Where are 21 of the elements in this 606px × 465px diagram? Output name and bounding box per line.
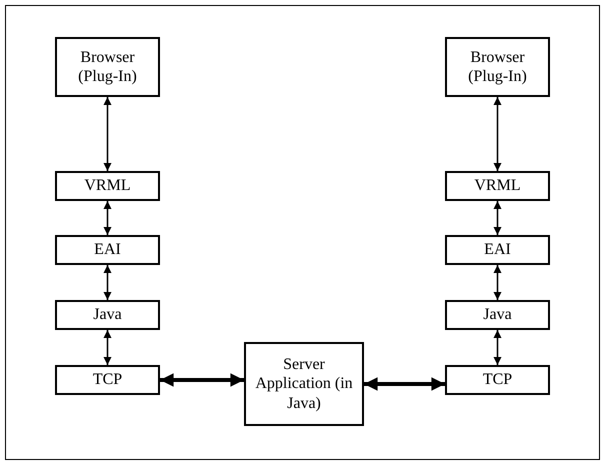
- double-arrow: [104, 201, 112, 235]
- process-box: VRML: [445, 171, 550, 201]
- process-box: Browser (Plug-In): [445, 37, 550, 97]
- process-box: VRML: [55, 171, 160, 201]
- process-box: TCP: [55, 365, 160, 395]
- double-arrow: [494, 201, 502, 235]
- double-arrow: [160, 373, 244, 387]
- double-arrow: [494, 265, 502, 300]
- process-box: Server Application (in Java): [244, 342, 364, 426]
- double-arrow: [364, 377, 445, 391]
- double-arrow: [494, 97, 502, 171]
- process-box: Browser (Plug-In): [55, 37, 160, 97]
- process-box: TCP: [445, 365, 550, 395]
- process-box: Java: [55, 300, 160, 330]
- double-arrow: [104, 330, 112, 365]
- double-arrow: [494, 330, 502, 365]
- double-arrow: [104, 97, 112, 171]
- process-box: Java: [445, 300, 550, 330]
- process-box: EAI: [445, 235, 550, 265]
- process-box: EAI: [55, 235, 160, 265]
- double-arrow: [104, 265, 112, 300]
